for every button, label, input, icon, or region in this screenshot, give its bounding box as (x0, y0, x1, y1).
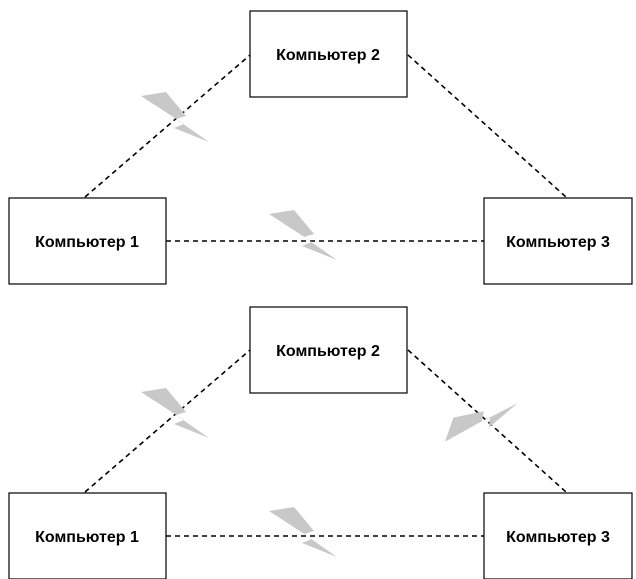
computer-1-box (8, 197, 167, 285)
lightning-icon (141, 388, 209, 438)
diagram-1: Компьютер 2 Компьютер 1 Компьютер 3 (8, 10, 633, 285)
computer-2-label: Компьютер 2 (276, 47, 380, 64)
link-computer-2-to-computer-3 (407, 349, 567, 493)
link-computer-1-to-computer-2 (84, 54, 251, 198)
lightning-icon (269, 507, 337, 557)
link-computer-2-to-computer-3 (407, 54, 567, 198)
computer-3-label: Компьютер 3 (506, 234, 610, 251)
lightning-icon (269, 210, 337, 260)
computer-1-label: Компьютер 1 (35, 234, 139, 251)
lightning-icon (441, 379, 518, 464)
computer-2-box (249, 306, 408, 394)
computer-3-box (483, 197, 633, 285)
lightning-icon (141, 92, 209, 142)
computer-1-box (8, 492, 167, 579)
computer-3-label: Компьютер 3 (506, 529, 610, 546)
computer-2-box (249, 10, 408, 98)
computer-2-label: Компьютер 2 (276, 343, 380, 360)
computer-3-box (483, 492, 633, 579)
computer-1-label: Компьютер 1 (35, 529, 139, 546)
diagram-2: Компьютер 2 Компьютер 1 Компьютер 3 (8, 306, 633, 579)
link-computer-1-to-computer-2 (84, 349, 251, 493)
